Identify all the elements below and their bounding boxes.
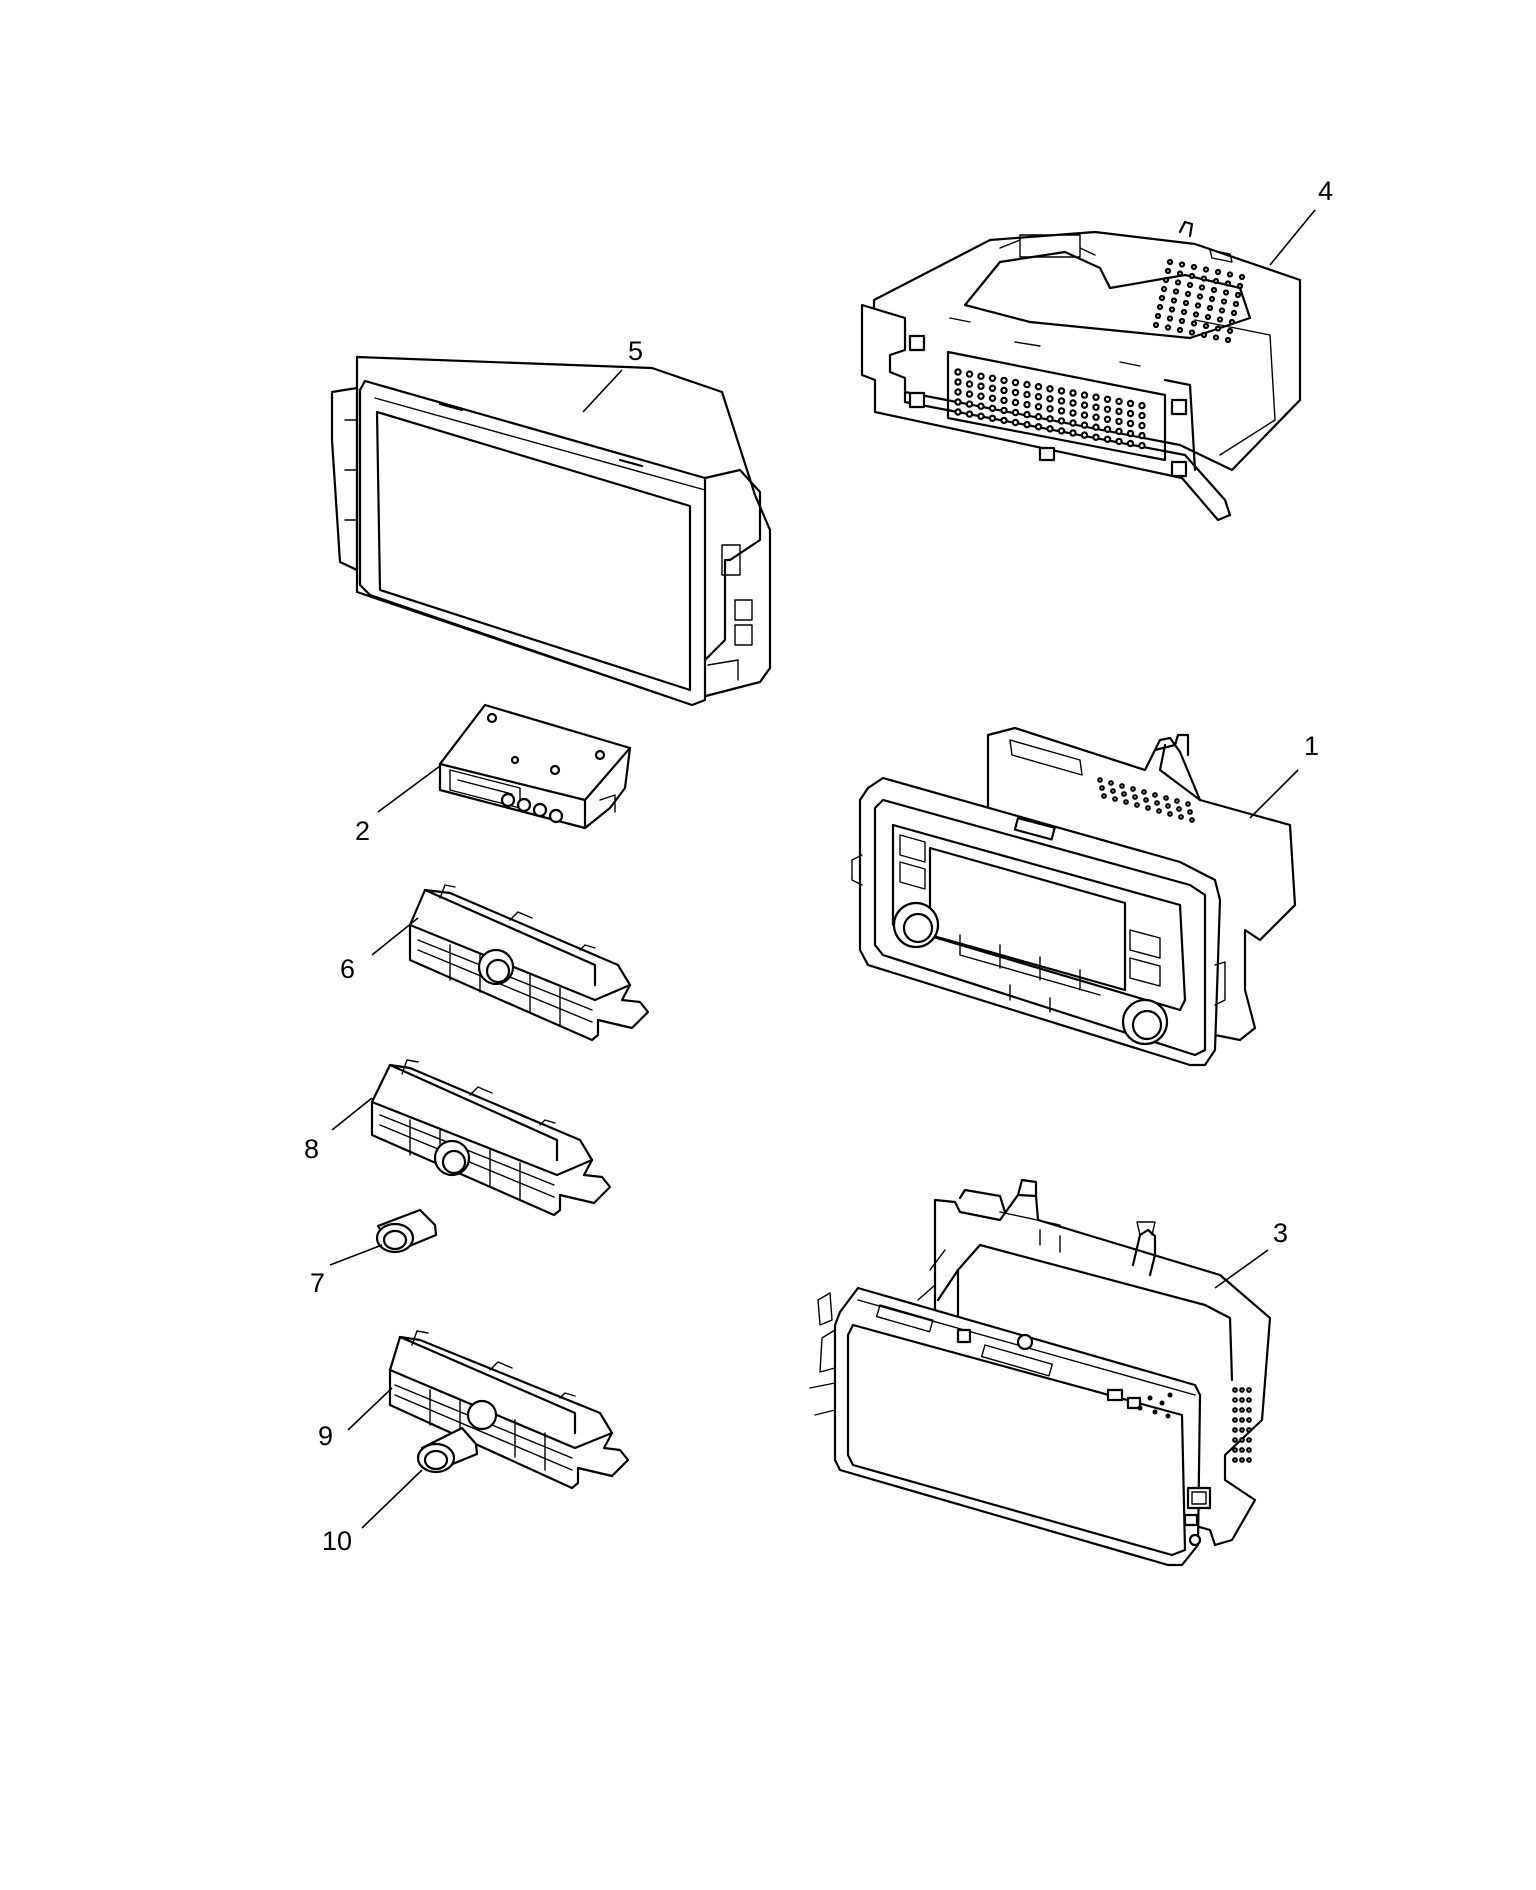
part-3-vent-holes <box>1232 1387 1252 1463</box>
callout-2: 2 <box>355 816 370 846</box>
part-2-module[interactable] <box>377 703 632 830</box>
callout-5: 5 <box>628 336 643 366</box>
part-1-vent-holes <box>1097 777 1195 823</box>
part-3-radio-large-display[interactable] <box>809 1178 1272 1567</box>
part-4-vent-holes <box>954 258 1246 450</box>
callout-6: 6 <box>340 954 355 984</box>
callout-7: 7 <box>310 1268 325 1298</box>
callout-9: 9 <box>318 1421 333 1451</box>
part-8-control-panel[interactable] <box>331 1059 612 1217</box>
callout-10: 10 <box>322 1526 352 1556</box>
callout-8: 8 <box>304 1134 319 1164</box>
part-7-knob[interactable] <box>329 1208 438 1266</box>
part-5-touchscreen-display[interactable] <box>330 355 772 707</box>
part-1-radio-head-unit[interactable] <box>851 726 1299 1067</box>
callout-3: 3 <box>1273 1218 1288 1248</box>
callout-1: 1 <box>1304 731 1319 761</box>
part-10-knob[interactable] <box>361 1426 479 1529</box>
part-6-control-panel[interactable] <box>371 884 650 1042</box>
callout-4: 4 <box>1318 176 1333 206</box>
part-9-control-panel[interactable] <box>347 1330 630 1490</box>
part-4-radio-receiver[interactable] <box>860 209 1316 522</box>
